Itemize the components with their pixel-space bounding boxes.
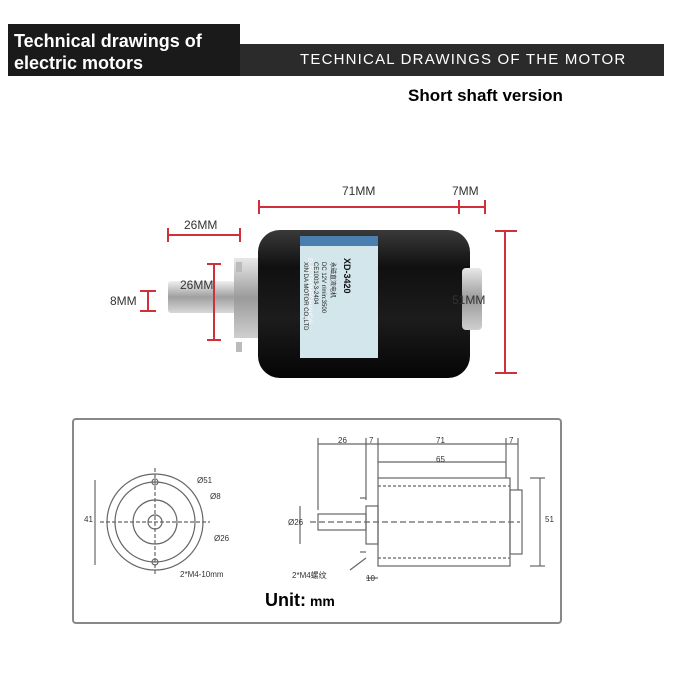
side-10: 10 xyxy=(366,574,375,583)
unit-title: Unit: xyxy=(265,590,306,610)
label-spec-1: DC 12V r/min:3500 xyxy=(320,262,326,314)
dim-flange: 26MM xyxy=(180,278,214,292)
side-7a: 7 xyxy=(369,436,374,445)
front-height: 41 xyxy=(84,515,93,524)
technical-drawing-frame xyxy=(72,418,562,624)
dim-shaft-length: 26MM xyxy=(184,218,218,232)
label-spec-2: CE1003-3-2404 xyxy=(312,262,318,305)
side-51: 51 xyxy=(545,515,554,524)
unit-value: mm xyxy=(309,593,335,609)
motor-shaft xyxy=(168,281,240,313)
version-title: Short shaft version xyxy=(408,86,563,105)
side-holes: 2*M4螺纹 xyxy=(292,571,327,580)
dim-length: 71MM xyxy=(342,184,376,198)
label-company-cn: 永磁直流电机 xyxy=(329,262,335,299)
banner-left-block xyxy=(8,24,240,76)
label-company: XIN DA MOTOR CO.,LTD xyxy=(302,262,308,331)
motor-rear-cap xyxy=(462,268,482,330)
photo-dimension-lines xyxy=(140,200,517,374)
side-view-drawing xyxy=(299,438,545,579)
front-d26: Ø26 xyxy=(214,534,230,543)
banner-title: Technical drawings of electric motors xyxy=(14,31,202,73)
side-d26: Ø26 xyxy=(288,518,304,527)
motor-label xyxy=(300,236,378,358)
front-d8: Ø8 xyxy=(210,492,221,501)
front-holes: 2*M4-10mm xyxy=(180,570,224,579)
dim-shaft-diameter: 8MM xyxy=(110,294,137,308)
banner-right-block xyxy=(240,44,664,76)
dim-end-cap: 7MM xyxy=(452,184,479,198)
front-d51: Ø51 xyxy=(197,476,213,485)
side-65: 65 xyxy=(436,455,445,464)
side-71: 71 xyxy=(436,436,445,445)
banner-subtitle: TECHNICAL DRAWINGS OF THE MOTOR xyxy=(300,51,627,68)
front-view-drawing xyxy=(94,468,210,576)
dim-diameter: 51MM xyxy=(452,293,486,307)
side-26: 26 xyxy=(338,436,347,445)
side-7b: 7 xyxy=(509,436,514,445)
unit-label: Unit:mm xyxy=(265,590,335,611)
label-model: XD-3420 xyxy=(342,258,352,294)
